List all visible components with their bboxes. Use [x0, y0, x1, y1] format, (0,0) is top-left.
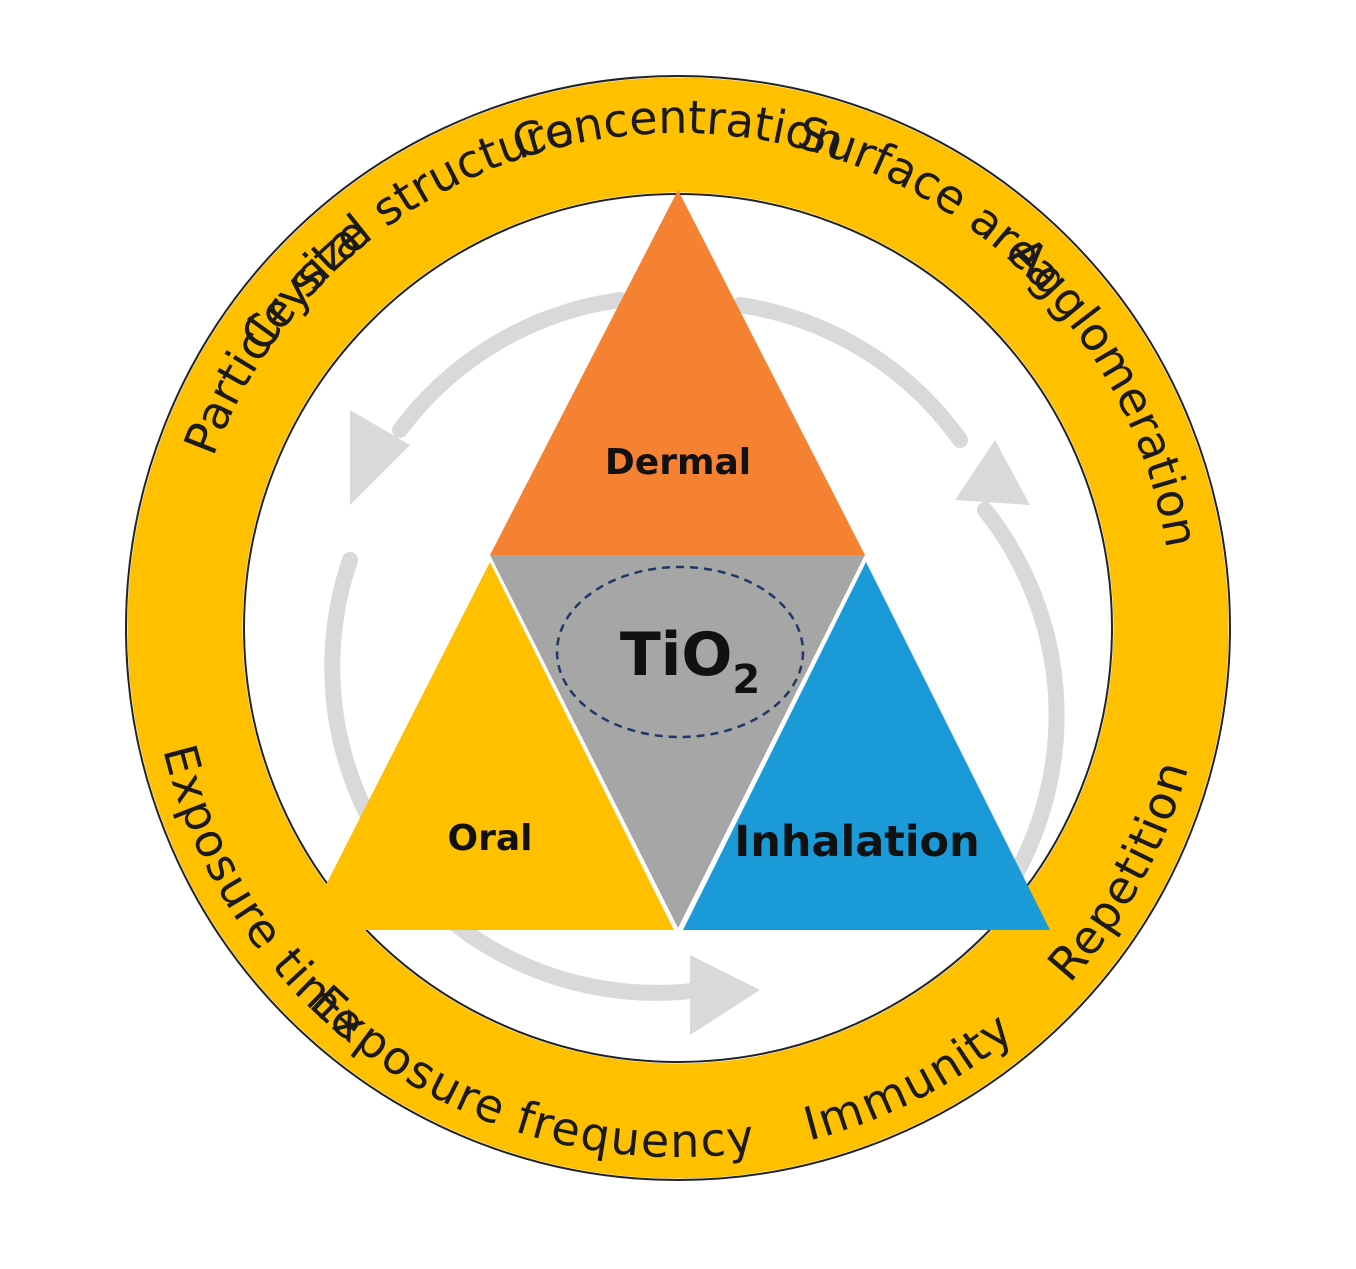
oral-triangle: [303, 562, 674, 930]
tio2-base: TiO: [620, 620, 733, 690]
arrowhead-bottom-icon: [690, 955, 760, 1035]
cycle-arrow-right: [977, 502, 1065, 908]
inhalation-label: Inhalation: [734, 817, 979, 867]
dermal-triangle: [490, 190, 865, 555]
outer-ring-outer-edge: [125, 75, 1231, 1181]
tio2-subscript: 2: [732, 657, 760, 703]
inhalation-triangle: [683, 562, 1050, 930]
arrowhead-right-icon: [955, 440, 1030, 505]
outer-ring: [127, 77, 1229, 1179]
cycle-arrow-bottom: [462, 927, 708, 1001]
cycle-arrows: [324, 292, 1065, 1001]
dermal-label: Dermal: [605, 442, 751, 483]
center-triangle: [490, 555, 865, 928]
cycle-arrow-upper-right: [732, 297, 968, 448]
arrowhead-left-icon: [350, 410, 410, 505]
center-ellipse: [555, 565, 805, 739]
tio2-label: TiO2: [620, 620, 760, 703]
cycle-arrow-top: [392, 292, 628, 438]
oral-label: Oral: [448, 818, 533, 859]
